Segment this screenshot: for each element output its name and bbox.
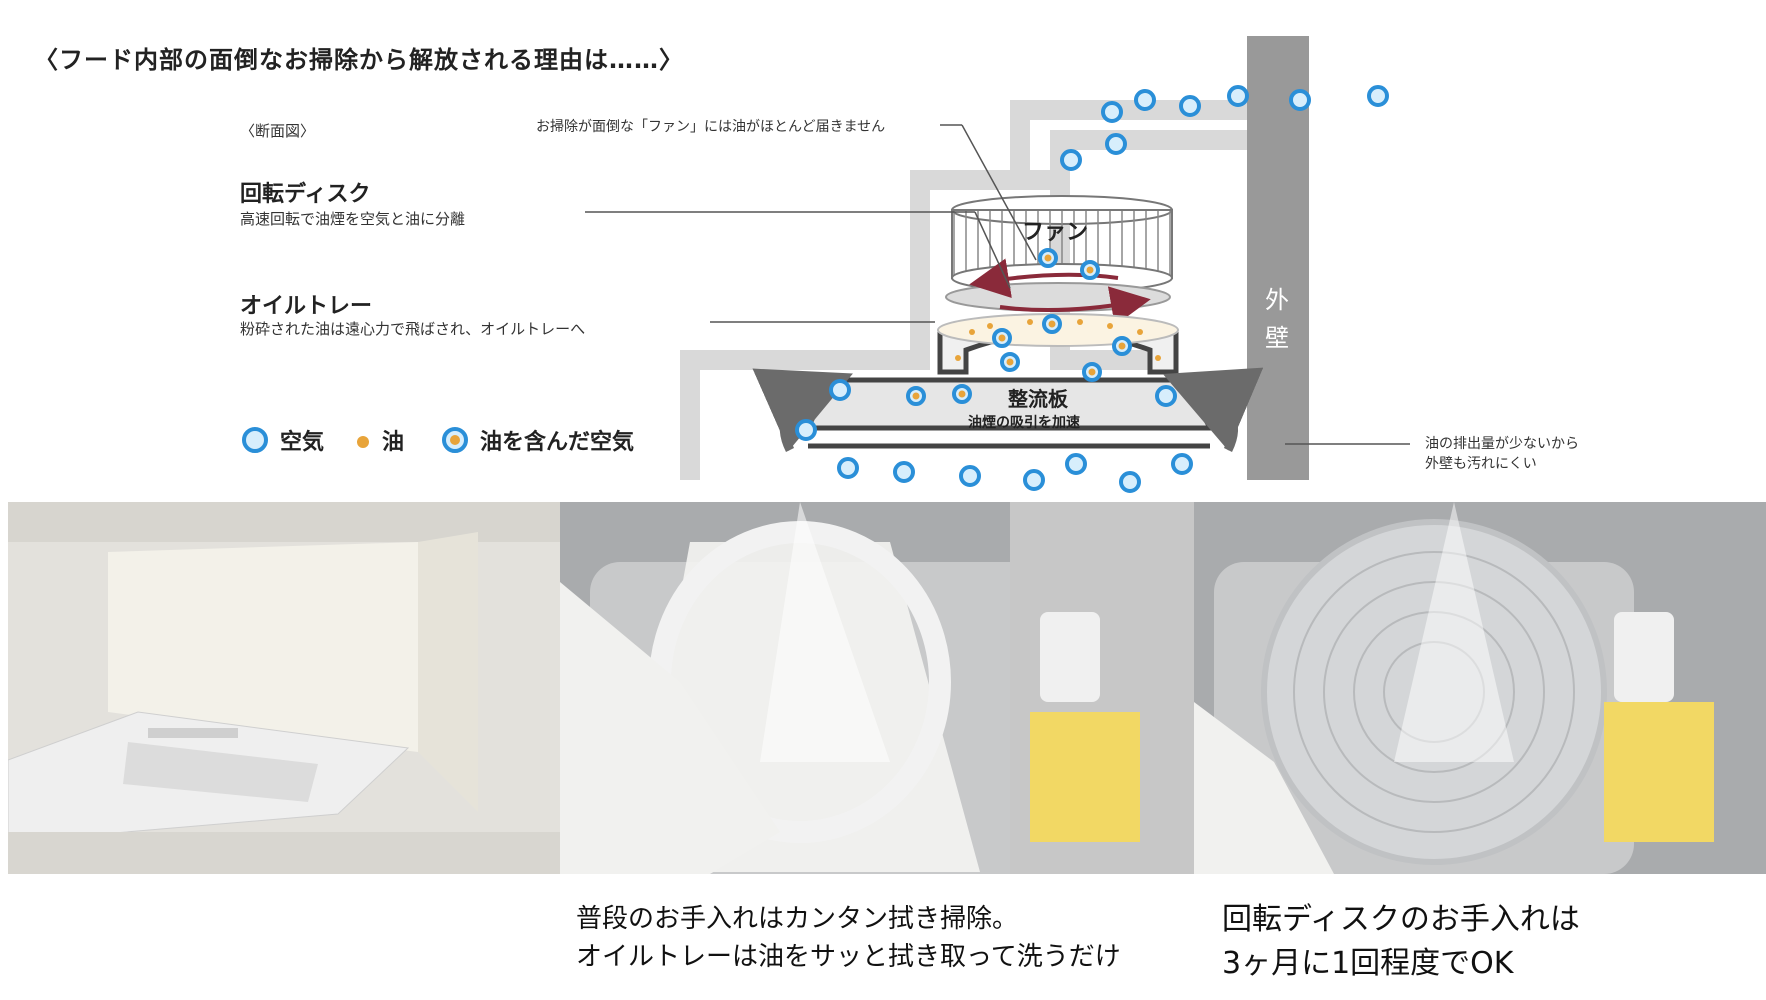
caption-oil-tray-line2: オイルトレーは油をサッと拭き取って洗うだけ <box>576 942 1121 972</box>
tray-title: オイルトレー <box>240 294 373 319</box>
rotating-disc-cleaning-illustration <box>1194 502 1766 874</box>
range-hood-photo <box>8 502 560 874</box>
caption-oil-tray: 普段のお手入れはカンタン拭き掃除。 オイルトレーは油をサッと拭き取って洗うだけ <box>576 900 1121 976</box>
rotating-disc <box>945 282 1171 312</box>
wall-label-2: 壁 <box>1265 324 1289 352</box>
wall-note-line1: 油の排出量が少ないから <box>1425 436 1579 452</box>
cross-section-diagram <box>585 36 1410 493</box>
fan-note: お掃除が面倒な「ファン」には油がほとんど届きません <box>536 119 886 135</box>
disc-desc: 高速回転で油煙を空気と油に分離 <box>240 210 466 228</box>
air-bubbles <box>795 85 1389 493</box>
legend-oily-air-label: 油を含んだ空気 <box>480 430 635 455</box>
oil-drop-icon <box>357 436 369 448</box>
air-bubble-icon <box>242 427 268 453</box>
caption-disc-line2: 3ヶ月に1回程度でOK <box>1222 946 1514 981</box>
legend-oily-air: 油を含んだ空気 <box>440 424 634 456</box>
oil-tray-cleaning-photo <box>560 502 1194 874</box>
section-label: 〈断面図〉 <box>240 122 316 140</box>
disc-title: 回転ディスク <box>240 182 371 207</box>
oil-tray-cleaning-illustration <box>560 502 1194 874</box>
oily-air-bubble-icon <box>442 427 468 453</box>
caption-oil-tray-line1: 普段のお手入れはカンタン拭き掃除。 <box>576 904 1019 934</box>
oily-air-bubbles <box>906 248 1132 406</box>
wall-note: 油の排出量が少ないから 外壁も汚れにくい <box>1425 434 1579 474</box>
plate-desc: 油煙の吸引を加速 <box>968 415 1080 431</box>
wall-note-line2: 外壁も汚れにくい <box>1425 456 1537 472</box>
caption-disc-line1: 回転ディスクのお手入れは <box>1222 902 1580 937</box>
tray-desc: 粉砕された油は遠心力で飛ばされ、オイルトレーへ <box>240 320 586 338</box>
legend-air-label: 空気 <box>280 430 325 455</box>
fan-label: ファン <box>1022 220 1089 245</box>
legend-oil-label: 油 <box>382 430 405 455</box>
legend-air: 空気 <box>240 424 324 456</box>
range-hood-illustration <box>8 502 560 874</box>
oil-drops <box>955 319 1161 361</box>
rotating-disc-cleaning-photo <box>1194 502 1766 874</box>
caption-disc: 回転ディスクのお手入れは 3ヶ月に1回程度でOK <box>1222 898 1580 986</box>
legend-oil: 油 <box>354 424 404 456</box>
wall-label-1: 外 <box>1265 286 1289 314</box>
plate-title: 整流板 <box>1008 387 1068 411</box>
page-heading: 〈フード内部の面倒なお掃除から解放される理由は……〉 <box>34 46 684 74</box>
